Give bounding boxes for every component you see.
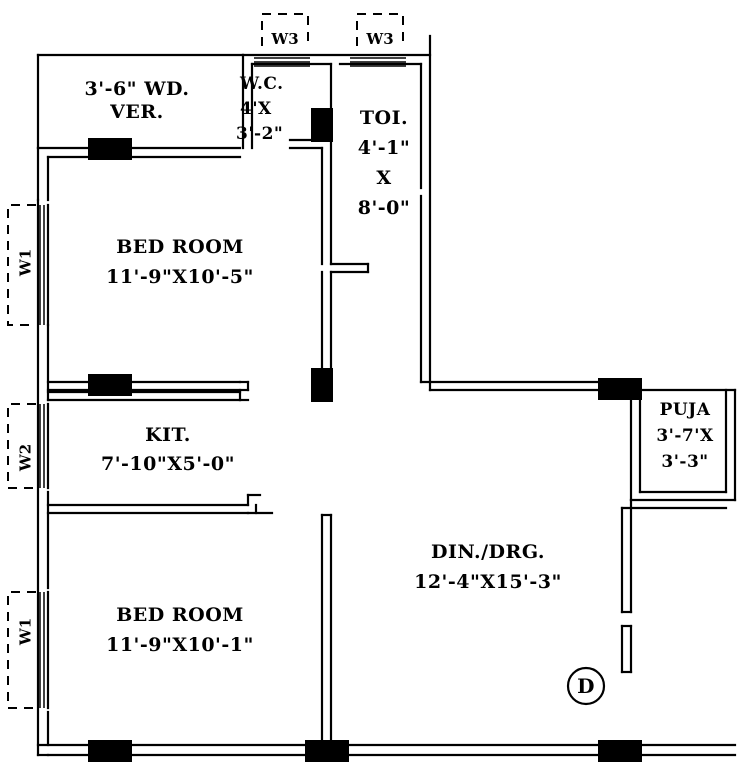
window-tag-brackets	[7, 13, 404, 709]
column-toi-lower	[311, 368, 333, 402]
room-label-toilet-line3: X	[376, 167, 392, 189]
room-label-bedroom1-name: BED ROOM	[116, 236, 244, 258]
room-label-veranda-line2: VER.	[110, 101, 164, 123]
room-label-bedroom2-name: BED ROOM	[116, 604, 244, 626]
room-label-toilet-line2: 4'-1"	[357, 137, 411, 159]
bracket-w3-right	[356, 13, 404, 46]
door-tag-symbol	[566, 666, 606, 706]
room-label-toilet-name: TOI.	[359, 107, 409, 129]
column-bottom-left	[88, 740, 132, 762]
door-tag-circle	[566, 666, 606, 706]
room-label-kitchen-name: KIT.	[145, 424, 191, 446]
column-wc-toi	[311, 108, 333, 142]
room-label-wc-line3: 3'-2"	[236, 124, 284, 144]
bracket-w3-left	[261, 13, 309, 46]
window-tag-w2: W2	[16, 443, 35, 472]
room-label-puja-line3: 3'-3"	[661, 452, 709, 472]
room-label-puja-line2: 3'-7'X	[656, 426, 714, 446]
room-label-wc-line2: 4'X	[240, 99, 272, 119]
room-label-bedroom1-dim: 11'-9"X10'-5"	[106, 266, 254, 288]
column-bottom-right	[598, 740, 642, 762]
structural-columns	[88, 108, 642, 762]
door-tag-label-d: D	[577, 674, 595, 698]
window-tag-w1-top: W1	[16, 248, 35, 277]
room-label-toilet-line4: 8'-0"	[357, 197, 411, 219]
window-tag-w1-bottom: W1	[16, 617, 35, 646]
column-bed1-kit	[88, 374, 132, 396]
room-label-kitchen-dim: 7'-10"X5'-0"	[100, 453, 236, 475]
room-label-bedroom2-dim: 11'-9"X10'-1"	[106, 634, 254, 656]
column-puja	[598, 378, 642, 400]
window-tag-w3-right: W3	[366, 30, 394, 48]
window-tag-w3-left: W3	[271, 30, 299, 48]
room-label-veranda-line1: 3'-6" WD.	[84, 78, 190, 100]
bracket-w2	[7, 403, 36, 489]
window-symbols	[39, 57, 406, 708]
column-bottom-mid	[305, 740, 349, 762]
room-label-wc-name: W.C.	[240, 74, 284, 94]
room-label-dining-name: DIN./DRG.	[430, 541, 545, 563]
room-label-puja-name: PUJA	[659, 400, 711, 420]
bracket-w1-top	[7, 204, 36, 326]
room-label-dining-dim: 12'-4"X15'-3"	[414, 571, 562, 593]
bracket-w1-bottom	[7, 591, 36, 709]
column-veranda	[88, 138, 132, 160]
